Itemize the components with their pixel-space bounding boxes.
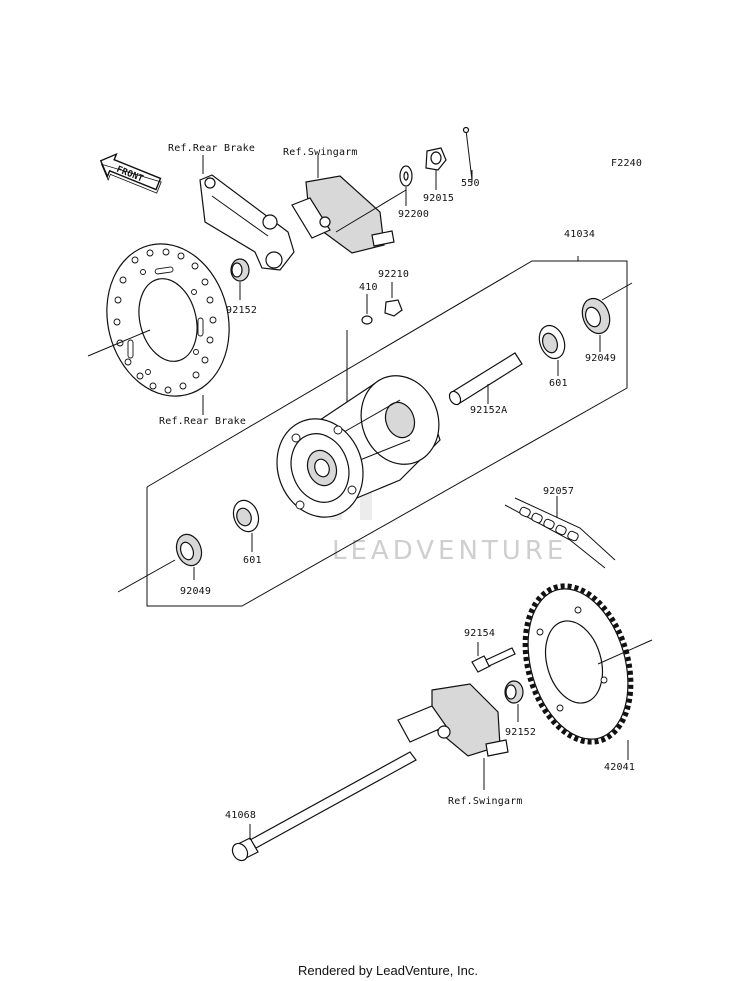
watermark-text: LEADVENTURE — [332, 536, 567, 566]
axle-41068 — [231, 751, 417, 862]
rear-sprocket — [522, 583, 653, 760]
callout-550: 550 — [461, 178, 480, 189]
footer-credit: Rendered by LeadVenture, Inc. — [298, 963, 478, 978]
callout-92049-left: 92049 — [180, 586, 211, 597]
cotter-pin-550 — [465, 129, 473, 181]
callout-92210: 92210 — [378, 269, 409, 280]
callout-labels: Ref.Rear Brake Ref.Swingarm 92200 92015 … — [159, 143, 635, 821]
callout-92015: 92015 — [423, 193, 454, 204]
collar-92152-bottom — [504, 680, 524, 722]
bearing-601-right — [538, 324, 566, 376]
diagram-code: F2240 — [611, 158, 642, 169]
callout-601-left: 601 — [243, 555, 262, 566]
rear-brake-bracket — [199, 155, 295, 271]
bearing-601-left — [232, 499, 260, 552]
brake-disc — [87, 243, 230, 415]
spacer-92152A — [448, 352, 523, 406]
callout-ref-rear-brake-top: Ref.Rear Brake — [168, 143, 255, 154]
callout-ref-swingarm-top: Ref.Swingarm — [283, 147, 358, 158]
bolt-92154 — [471, 642, 516, 673]
callout-92152-bottom: 92152 — [505, 727, 536, 738]
callout-ref-swingarm-bottom: Ref.Swingarm — [448, 796, 523, 807]
callout-ref-rear-brake-bottom: Ref.Rear Brake — [159, 416, 246, 427]
collar-92152-top — [230, 258, 250, 300]
callout-42041: 42041 — [604, 762, 635, 773]
callout-410: 410 — [359, 282, 378, 293]
oil-seal-92049-right — [581, 297, 611, 352]
nut-92210 — [384, 282, 403, 317]
drive-chain — [504, 496, 616, 569]
oil-seal-92049-left — [175, 533, 203, 580]
washer-410 — [361, 294, 373, 325]
swingarm-end-top — [291, 155, 407, 254]
callout-92152-top: 92152 — [226, 305, 257, 316]
callout-601-right: 601 — [549, 378, 568, 389]
callout-41034: 41034 — [564, 229, 595, 240]
callout-92152A: 92152A — [470, 405, 507, 416]
callout-92200: 92200 — [398, 209, 429, 220]
front-arrow-icon: FRONT — [99, 152, 162, 194]
rear-hub — [276, 375, 441, 518]
swingarm-end-bottom — [397, 683, 509, 790]
callout-92057: 92057 — [543, 486, 574, 497]
top-small-parts — [399, 126, 473, 206]
hub-assembly-frame — [117, 256, 633, 607]
callout-92154: 92154 — [464, 628, 495, 639]
callout-41068: 41068 — [225, 810, 256, 821]
callout-92049-right: 92049 — [585, 353, 616, 364]
